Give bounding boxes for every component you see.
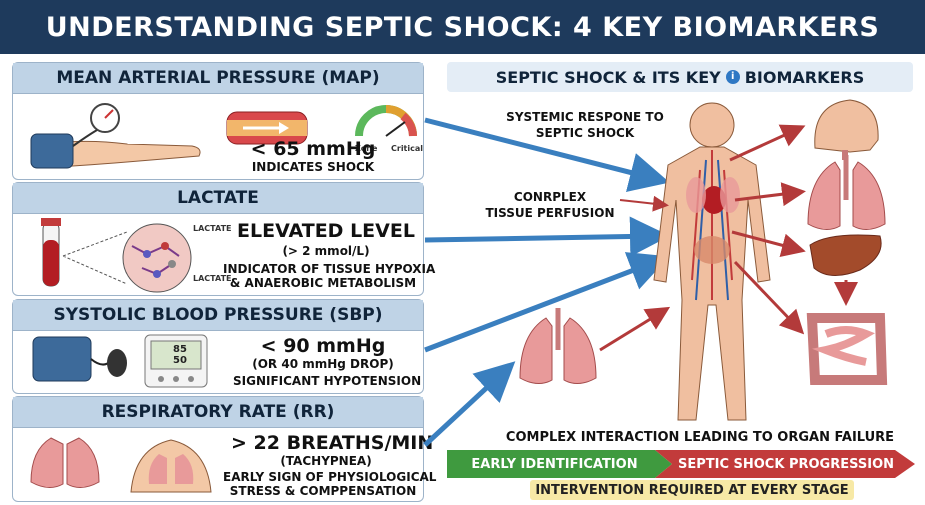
right-header-right: BIOMARKERS <box>744 67 865 87</box>
lactate-note-2: & ANAEROBIC METABOLISM <box>229 276 417 290</box>
lactate-body: LACTATE LACTATE ELEVATED LEVEL (> 2 mmol… <box>13 214 436 295</box>
arrow-map <box>424 117 670 192</box>
arrow-perfusion <box>619 195 669 212</box>
map-header: MEAN ARTERIAL PRESSURE (MAP) <box>13 63 423 94</box>
early-identification-label: EARLY IDENTIFICATION <box>471 456 638 472</box>
arrow-to-lungs <box>734 182 806 207</box>
title-bar: UNDERSTANDING SEPTIC SHOCK: 4 KEY BIOMAR… <box>0 0 925 54</box>
arrow-lungs-to-body <box>599 306 671 352</box>
systemic-label-1: SYSTEMIC RESPONE TO <box>506 110 664 124</box>
map-body: Zone Critical < 65 mmHg INDICATES SHOCK <box>13 94 423 179</box>
gauge-icon <box>355 105 417 137</box>
arrow-sbp <box>424 252 670 353</box>
arrow-to-head <box>729 124 806 162</box>
human-body-illustration <box>653 102 771 421</box>
center-lungs-illustration <box>519 308 597 384</box>
liver-illustration <box>809 234 882 276</box>
right-lungs-illustration <box>807 155 886 230</box>
rr-card: RESPIRATORY RATE (RR) > 22 BREATHS/MIN (… <box>12 396 437 502</box>
progression-label: SEPTIC SHOCK PROGRESSION <box>677 456 895 472</box>
lactate-header: LACTATE <box>13 183 423 214</box>
lactate-tag-1: LACTATE <box>193 224 232 233</box>
right-header-left: SEPTIC SHOCK & ITS KEY <box>495 67 721 87</box>
lactate-note-1: INDICATOR OF TISSUE HYPOXIA <box>223 262 436 276</box>
perfusion-label-2: TISSUE PERFUSION <box>485 206 615 220</box>
arrow-lactate <box>424 216 670 257</box>
page-title: UNDERSTANDING SEPTIC SHOCK: 4 KEY BIOMAR… <box>45 11 880 43</box>
map-value: < 65 mmHg <box>250 138 376 160</box>
rr-body: > 22 BREATHS/MIN (TACHYPNEA) EARLY SIGN … <box>13 428 437 501</box>
sbp-value: < 90 mmHg <box>260 335 386 357</box>
lactate-range: (> 2 mmol/L) <box>282 244 370 258</box>
rr-note-2: STRESS & COMPPENSATION <box>229 484 417 498</box>
blood-tube-molecule-illustration <box>41 218 192 293</box>
bp-cuff-arm-illustration <box>30 103 201 169</box>
sbp-sub: (OR 40 mmHg DROP) <box>252 357 394 371</box>
sbp-header: SYSTOLIC BLOOD PRESSURE (SBP) <box>13 300 423 331</box>
map-note: INDICATES SHOCK <box>251 160 375 174</box>
rr-value: > 22 BREATHS/MIN <box>231 432 434 454</box>
arrow-to-liver <box>731 230 806 257</box>
lactate-card: LACTATE LACTATE LACTATE ELEVATED LEVEL (… <box>12 182 436 296</box>
rr-sub: (TACHYPNEA) <box>280 454 372 468</box>
lungs-illustration <box>30 437 212 493</box>
monitor-top-reading: 85 <box>173 344 187 355</box>
early-arrow-shape <box>447 450 672 478</box>
info-icon: i <box>725 70 740 84</box>
systemic-label-2: SEPTIC SHOCK <box>535 126 635 140</box>
head-organ-illustration <box>814 99 879 160</box>
artery-icon <box>226 111 308 145</box>
gauge-zone-label: Zone <box>355 144 378 153</box>
bp-monitor-illustration <box>32 334 208 388</box>
lactate-tag-2: LACTATE <box>193 274 232 283</box>
monitor-bottom-reading: 50 <box>173 355 187 366</box>
arrow-rr <box>423 361 516 447</box>
rr-header: RESPIRATORY RATE (RR) <box>13 397 423 428</box>
sbp-note: SIGNIFICANT HYPOTENSION <box>233 374 422 388</box>
sbp-body: 85 50 < 90 mmHg (OR 40 mmHg DROP) SIGNIF… <box>13 331 423 393</box>
intestines-illustration <box>806 313 888 385</box>
interaction-label: COMPLEX INTERACTION LEADING TO ORGAN FAI… <box>505 430 895 445</box>
rr-note-1: EARLY SIGN OF PHYSIOLOGICAL <box>223 470 437 484</box>
sbp-card: SYSTOLIC BLOOD PRESSURE (SBP) 85 50 < 90… <box>12 299 424 394</box>
progression-arrow-shape <box>655 450 915 478</box>
arrow-to-intestines <box>733 260 805 335</box>
perfusion-label-1: CONRPLEX <box>513 190 587 204</box>
intervention-banner: INTERVENTION REQUIRED AT EVERY STAGE <box>530 480 854 500</box>
right-panel-header: SEPTIC SHOCK & ITS KEY i BIOMARKERS <box>447 62 913 92</box>
gauge-critical-label: Critical <box>391 144 424 153</box>
map-card: MEAN ARTERIAL PRESSURE (MAP) Zone Critic… <box>12 62 424 180</box>
lactate-value: ELEVATED LEVEL <box>237 220 415 242</box>
